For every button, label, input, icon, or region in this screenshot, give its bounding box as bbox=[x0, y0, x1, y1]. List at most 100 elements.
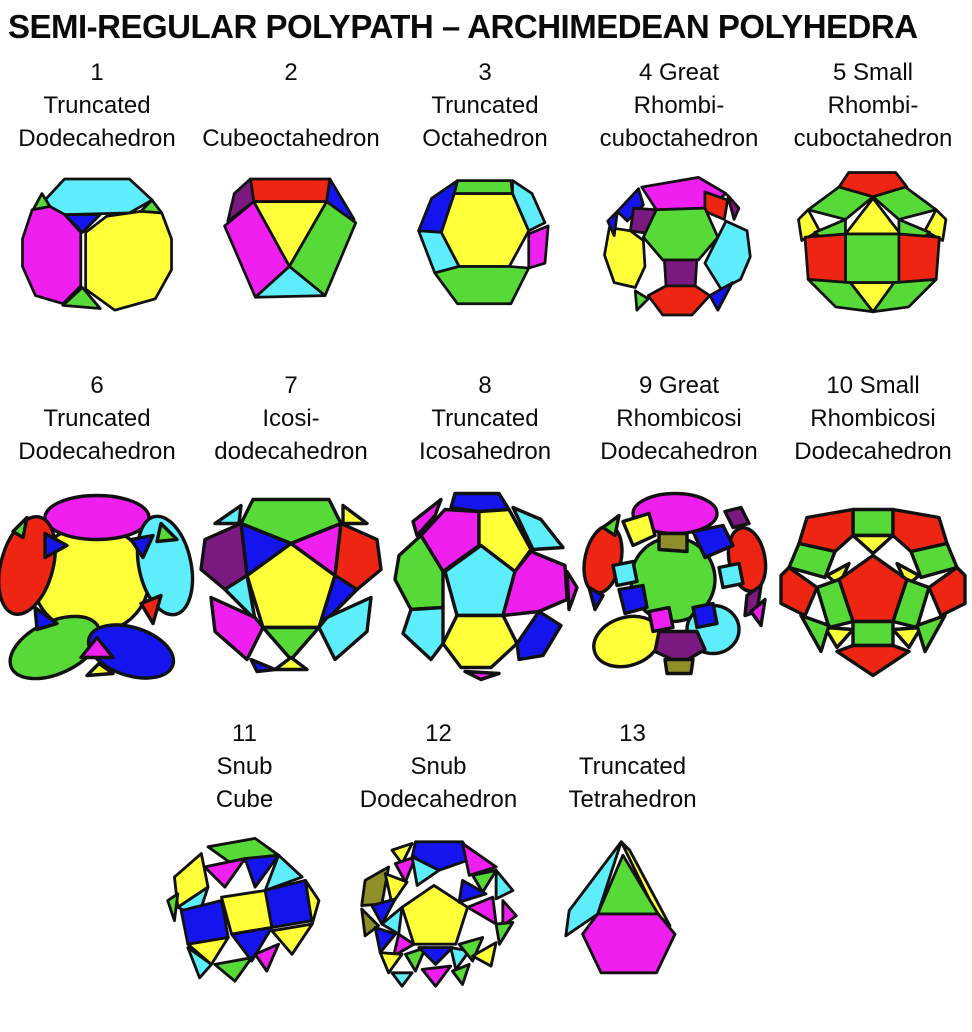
polyhedron-face bbox=[417, 179, 459, 234]
label-line: 9 Great bbox=[638, 372, 720, 399]
polyhedron-face bbox=[851, 619, 895, 648]
polyhedron-face bbox=[341, 503, 369, 526]
page-title: SEMI-REGULAR POLYPATH – ARCHIMEDEAN POLY… bbox=[8, 8, 918, 45]
polyhedron-face bbox=[79, 635, 115, 660]
label-line: Icosi- bbox=[262, 405, 320, 432]
label-line: Dodecahedron bbox=[600, 438, 758, 465]
polyhedron-face bbox=[261, 625, 321, 662]
polyhedron-face bbox=[500, 899, 518, 928]
polyhedron-face bbox=[209, 595, 265, 662]
label-line: Rhombicosi bbox=[810, 405, 936, 432]
polyhedron-face bbox=[915, 613, 947, 654]
polyhedron-figure-6 bbox=[0, 493, 195, 681]
label-line: Dodecahedron bbox=[359, 786, 518, 813]
polyhedron-face bbox=[383, 872, 409, 906]
label-line: 1 bbox=[90, 59, 104, 86]
polyhedron-face bbox=[563, 840, 623, 938]
polyhedron-face bbox=[391, 932, 415, 958]
polyhedron-face bbox=[647, 605, 675, 634]
polyhedron-face bbox=[139, 593, 163, 626]
label-line: 13 bbox=[619, 720, 646, 747]
polyhedron-face bbox=[273, 655, 309, 672]
polyhedron-face bbox=[465, 895, 498, 926]
polyhedron-figure-13 bbox=[563, 840, 676, 975]
polyhedron-face bbox=[229, 926, 273, 963]
polyhedron-figure-12 bbox=[359, 840, 518, 988]
polyhedron-face bbox=[663, 657, 695, 676]
polyhedron-face bbox=[249, 177, 332, 204]
polyhedron-figure-8 bbox=[393, 491, 579, 682]
label-line: 7 bbox=[284, 372, 298, 399]
polyhedron-face bbox=[621, 511, 657, 548]
polyhedron-figure-10 bbox=[779, 507, 967, 678]
polyhedron-figure-11 bbox=[165, 836, 320, 983]
polyhedron-face bbox=[909, 541, 959, 580]
polyhedron-face bbox=[457, 878, 487, 904]
polyhedron-face bbox=[494, 868, 514, 901]
polyhedron-figure-wrap bbox=[773, 476, 972, 691]
polyhedron-face bbox=[601, 513, 621, 538]
polyhedron-face bbox=[40, 177, 154, 216]
polyhedron-face bbox=[851, 533, 895, 556]
polyhedron-face bbox=[871, 278, 938, 314]
polyhedron-face bbox=[603, 226, 647, 289]
polyhedron-face bbox=[797, 507, 855, 554]
polyhedron-figure-wrap bbox=[355, 824, 523, 1004]
polyhedron-face bbox=[269, 922, 314, 956]
label-line: cuboctahedron bbox=[599, 125, 759, 152]
polyhedron-figure-wrap bbox=[385, 476, 585, 691]
polyhedron-face bbox=[450, 962, 471, 986]
label-line: Truncated bbox=[578, 753, 687, 780]
polyhedron-face bbox=[463, 669, 501, 682]
label-line: 5 Small bbox=[832, 59, 914, 86]
polyhedron-face bbox=[155, 521, 179, 544]
polyhedron-face bbox=[212, 956, 253, 983]
polyhedron-figure-wrap bbox=[579, 476, 779, 691]
polyhedron-face bbox=[515, 609, 563, 662]
polyhedron-face bbox=[511, 179, 547, 233]
label-line: Rhombi- bbox=[827, 92, 919, 119]
polyhedron-face bbox=[253, 942, 280, 973]
polyhedron-face bbox=[452, 179, 514, 195]
polyhedron-face bbox=[379, 905, 403, 936]
polyhedron-figure-7 bbox=[199, 497, 383, 674]
polyhedron-face bbox=[0, 515, 57, 616]
polyhedron-face bbox=[202, 857, 246, 889]
polyhedron-face bbox=[653, 629, 707, 666]
polyhedron-face bbox=[723, 505, 751, 530]
polyhedron-face bbox=[223, 573, 257, 622]
label-line bbox=[194, 89, 388, 122]
polyhedron-figure-5 bbox=[797, 171, 948, 314]
polyhedron-face bbox=[43, 531, 69, 560]
polyhedron-face bbox=[11, 515, 29, 540]
polyhedron-face bbox=[691, 601, 719, 630]
polyhedron-face bbox=[401, 605, 445, 662]
label-line: Octahedron bbox=[422, 125, 548, 152]
polyhedron-face bbox=[253, 265, 327, 299]
label-line: 11 bbox=[232, 720, 257, 747]
label-line: Truncated bbox=[43, 405, 151, 432]
polyhedron-face bbox=[691, 523, 735, 560]
polyhedron-figure-wrap bbox=[404, 163, 566, 331]
label-line: 4 Great bbox=[638, 59, 720, 86]
label-line: 10 Small bbox=[826, 372, 920, 399]
label-line: 2 bbox=[284, 59, 298, 86]
label-line: Dodecahedron bbox=[18, 125, 176, 152]
